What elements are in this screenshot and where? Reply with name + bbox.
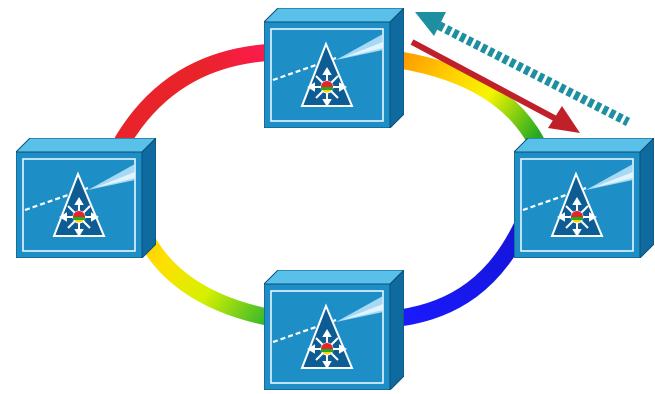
node-right bbox=[514, 138, 654, 258]
node-bottom bbox=[264, 270, 404, 390]
ring-segment-top-right bbox=[398, 51, 546, 150]
ring-segment-bottom-left bbox=[138, 233, 274, 327]
ring-segment-right-bottom bbox=[398, 222, 530, 327]
ring-segment-left-top bbox=[114, 43, 276, 147]
fiber-ring bbox=[114, 43, 546, 327]
dotted-arrow bbox=[415, 12, 631, 127]
solid-arrow bbox=[410, 39, 580, 133]
node-top bbox=[264, 8, 404, 128]
node-left bbox=[16, 138, 156, 258]
